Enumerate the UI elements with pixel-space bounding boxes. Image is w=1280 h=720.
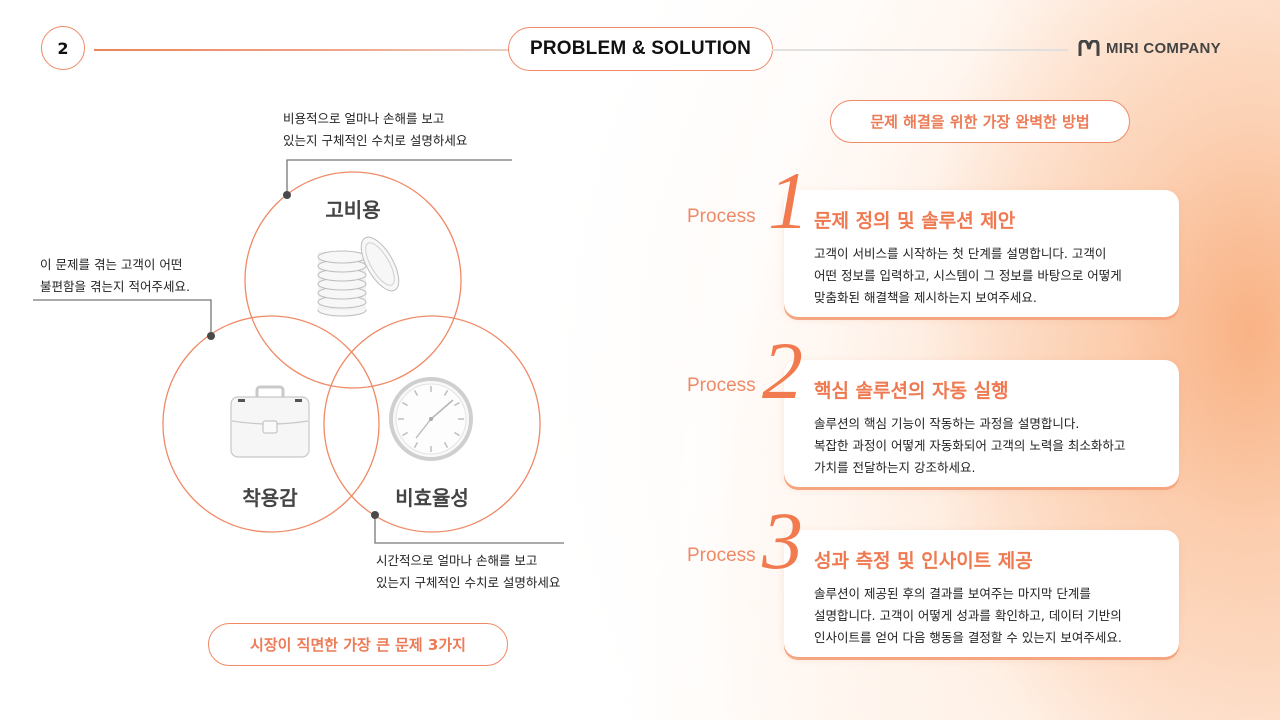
process-number-3: 3 [762, 495, 803, 586]
process-body-2: 솔루션의 핵심 기능이 작동하는 과정을 설명합니다. 복잡한 과정이 어떻게 … [814, 416, 1126, 475]
process-body-3: 솔루션이 제공된 후의 결과를 보여주는 마지막 단계를 설명합니다. 고객이 … [814, 586, 1122, 645]
solution-heading-pill: 문제 해결을 위한 가장 완벽한 방법 [830, 100, 1130, 143]
process-title-1: 문제 정의 및 솔루션 제안 [814, 210, 1016, 232]
circle-label-comfort: 착용감 [242, 486, 298, 510]
process-title-3: 성과 측정 및 인사이트 제공 [814, 550, 1033, 572]
circle-label-cost: 고비용 [325, 198, 381, 222]
brand-name: MIRI COMPANY [1106, 39, 1221, 57]
process-card-3: 성과 측정 및 인사이트 제공 솔루션이 제공된 후의 결과를 보여주는 마지막… [784, 530, 1179, 657]
note-inefficiency: 시간적으로 얼마나 손해를 보고 있는지 구체적인 수치로 설명하세요 [376, 553, 561, 590]
problems-heading-pill: 시장이 직면한 가장 큰 문제 3가지 [208, 623, 508, 666]
connector-line-top [286, 159, 512, 195]
brand-logo: MIRI COMPANY [1078, 38, 1221, 58]
header-divider-left [94, 49, 510, 51]
clock-icon [389, 377, 473, 461]
process-number-1: 1 [768, 155, 809, 246]
page-title: PROBLEM & SOLUTION [508, 27, 773, 71]
process-label-2: Process [687, 375, 756, 396]
process-label-3: Process [687, 545, 756, 566]
miri-logo-icon [1078, 40, 1100, 56]
briefcase-icon [230, 385, 310, 458]
page-number-badge: 2 [41, 26, 85, 70]
note-comfort: 이 문제를 겪는 고객이 어떤 불편함을 겪는지 적어주세요. [40, 257, 190, 294]
circle-label-inefficiency: 비효율성 [395, 486, 469, 510]
process-body-1: 고객이 서비스를 시작하는 첫 단계를 설명합니다. 고객이 어떤 정보를 입력… [814, 246, 1122, 305]
coins-icon [317, 236, 400, 317]
note-cost: 비용적으로 얼마나 손해를 보고 있는지 구체적인 수치로 설명하세요 [283, 111, 468, 148]
process-number-2: 2 [762, 325, 803, 416]
connector-dot-right [371, 511, 379, 519]
process-title-2: 핵심 솔루션의 자동 실행 [814, 380, 1009, 402]
connector-dot-left [207, 332, 215, 340]
process-label-1: Process [687, 206, 756, 227]
header-divider-right [772, 49, 1068, 51]
process-card-2: 핵심 솔루션의 자동 실행 솔루션의 핵심 기능이 작동하는 과정을 설명합니다… [784, 360, 1179, 487]
process-card-1: 문제 정의 및 솔루션 제안 고객이 서비스를 시작하는 첫 단계를 설명합니다… [784, 190, 1179, 317]
connector-line-right [374, 515, 564, 544]
connector-line-left [33, 299, 212, 336]
